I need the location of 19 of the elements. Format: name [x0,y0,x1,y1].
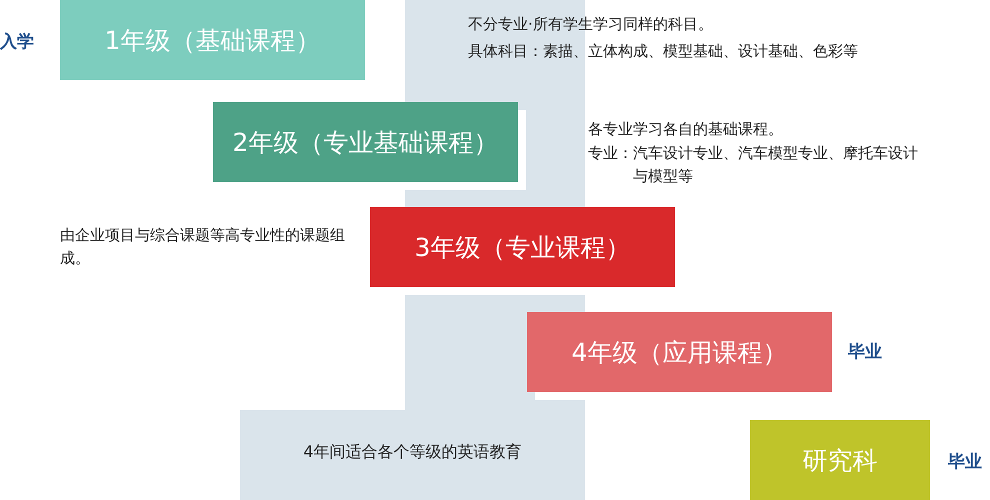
box-title: 1年级（基础课程） [104,24,320,56]
stage-label: 毕业 [948,451,982,473]
description-text: 不分专业·所有学生学习同样的科目。 [468,14,713,35]
grade-box [527,312,832,392]
description-text: 由企业项目与综合课题等高专业性的课题组成。 [60,225,346,269]
stage-label: 入学 [0,31,34,53]
grade-box [370,207,675,287]
box-title: 4年级（应用课程） [572,336,788,368]
stage-label: 毕业 [848,341,882,363]
description-text: 具体科目：素描、立体构成、模型基础、设计基础、色彩等 [468,41,858,62]
grade-box [750,420,930,500]
description-text: 各专业学习各自的基础课程。 [588,119,784,140]
box-title: 3年级（专业课程） [414,232,630,264]
box-title: 2年级（专业基础课程） [232,126,498,158]
description-text: 专业：汽车设计专业、汽车模型专业、摩托车设计与模型等 [588,143,919,187]
grade-box [60,0,365,80]
band-text: 4年间适合各个等级的英语教育 [302,442,523,463]
grade-box [213,102,518,182]
box-title: 研究科 [802,444,878,476]
